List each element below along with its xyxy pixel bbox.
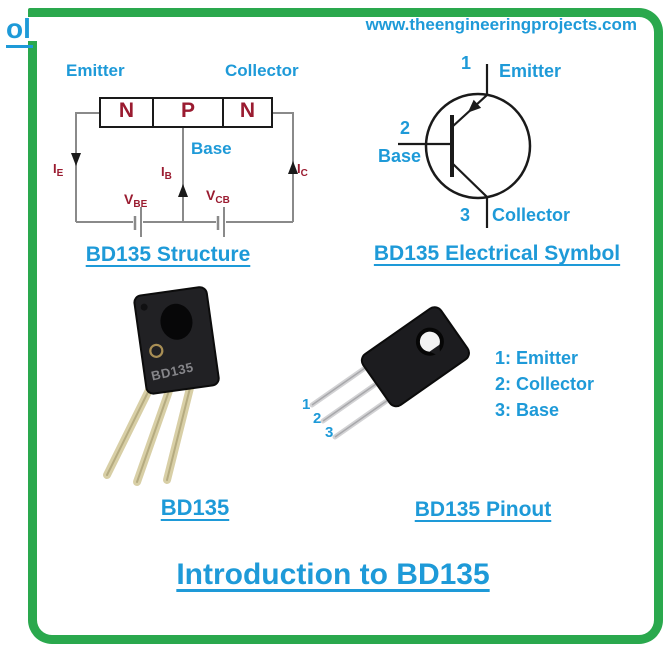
- ic-arrow: [288, 161, 298, 174]
- pinout-leg-1-shade: [311, 367, 366, 406]
- structure-emitter-label: Emitter: [66, 61, 125, 80]
- bd135-photo: BD135: [103, 286, 220, 486]
- photo-leg-3-shade: [166, 387, 191, 481]
- emitter-wire: [75, 112, 100, 222]
- brand-logo-mark: [149, 343, 164, 358]
- npn-box: [99, 97, 273, 128]
- structure-diagram: [71, 97, 298, 237]
- structure-base-label: Base: [191, 139, 232, 158]
- ib-arrow: [178, 184, 188, 197]
- emitter-arrow: [467, 99, 482, 113]
- layer-n-collector: N: [239, 99, 256, 122]
- pinout-legend-row-3: 3: Base: [495, 400, 560, 420]
- structure-caption: BD135 Structure: [85, 243, 251, 266]
- pinout-legend-row-2: 2: Collector: [495, 374, 595, 394]
- photo-caption: BD135: [160, 495, 230, 520]
- ic-current-label: IC: [297, 161, 308, 179]
- photo-leg-1-shade: [106, 387, 151, 476]
- page-title: Introduction to BD135: [176, 558, 490, 591]
- structure-collector-label: Collector: [225, 61, 299, 80]
- pinout-package-rect: [360, 306, 470, 408]
- symbol-collector-label: Collector: [492, 205, 571, 225]
- photo-leg-2-shade: [136, 387, 171, 483]
- pinout-package-body: [360, 306, 470, 408]
- pinout-pin3-number: 3: [325, 424, 334, 441]
- pinout-legend-row-1: 1: Emitter: [495, 348, 579, 368]
- symbol-base-label: Base: [378, 146, 422, 166]
- ib-current-label: IB: [161, 164, 172, 182]
- ie-arrow: [71, 153, 81, 166]
- transistor-circle: [424, 92, 532, 200]
- mounting-hole: [160, 303, 193, 340]
- page-frame-gap: [28, 17, 37, 41]
- pinout-hole-notch: [429, 344, 441, 357]
- symbol-emitter-label: Emitter: [499, 61, 562, 81]
- emitter-lead: [451, 64, 489, 128]
- pinout-pin2-number: 2: [313, 410, 322, 427]
- website-watermark: www.theengineeringprojects.com: [365, 15, 637, 34]
- pinout-legend: 1: Emitter 2: Collector 3: Base: [495, 345, 594, 423]
- layer-p-base: P: [180, 99, 195, 122]
- collector-wire: [272, 112, 294, 222]
- package-rect: [133, 286, 220, 395]
- pinout-photo: [309, 306, 470, 440]
- electrical-symbol-diagram: [398, 64, 532, 228]
- ie-current-label: IE: [53, 161, 64, 179]
- vcb-voltage-label: VCB: [206, 187, 230, 206]
- layer-n-emitter: N: [118, 99, 135, 122]
- symbol-pin3-number: 3: [460, 205, 471, 225]
- vbe-voltage-label: VBE: [124, 191, 148, 210]
- corner-dot: [140, 303, 148, 311]
- pinout-leg-3-shade: [334, 399, 389, 438]
- corner-text: ol: [6, 13, 33, 48]
- pinout-leg-2-shade: [322, 383, 377, 422]
- symbol-caption: BD135 Electrical Symbol: [373, 242, 621, 265]
- photo-package-body: BD135: [133, 286, 220, 395]
- page-frame: [28, 8, 663, 644]
- pinout-legs: [309, 365, 391, 440]
- collector-lead: [451, 162, 489, 228]
- symbol-pin2-number: 2: [400, 118, 411, 138]
- pinout-pin1-number: 1: [302, 396, 311, 413]
- pinout-caption: BD135 Pinout: [414, 498, 552, 521]
- symbol-pin1-number: 1: [461, 53, 472, 73]
- photo-legs: [103, 384, 194, 486]
